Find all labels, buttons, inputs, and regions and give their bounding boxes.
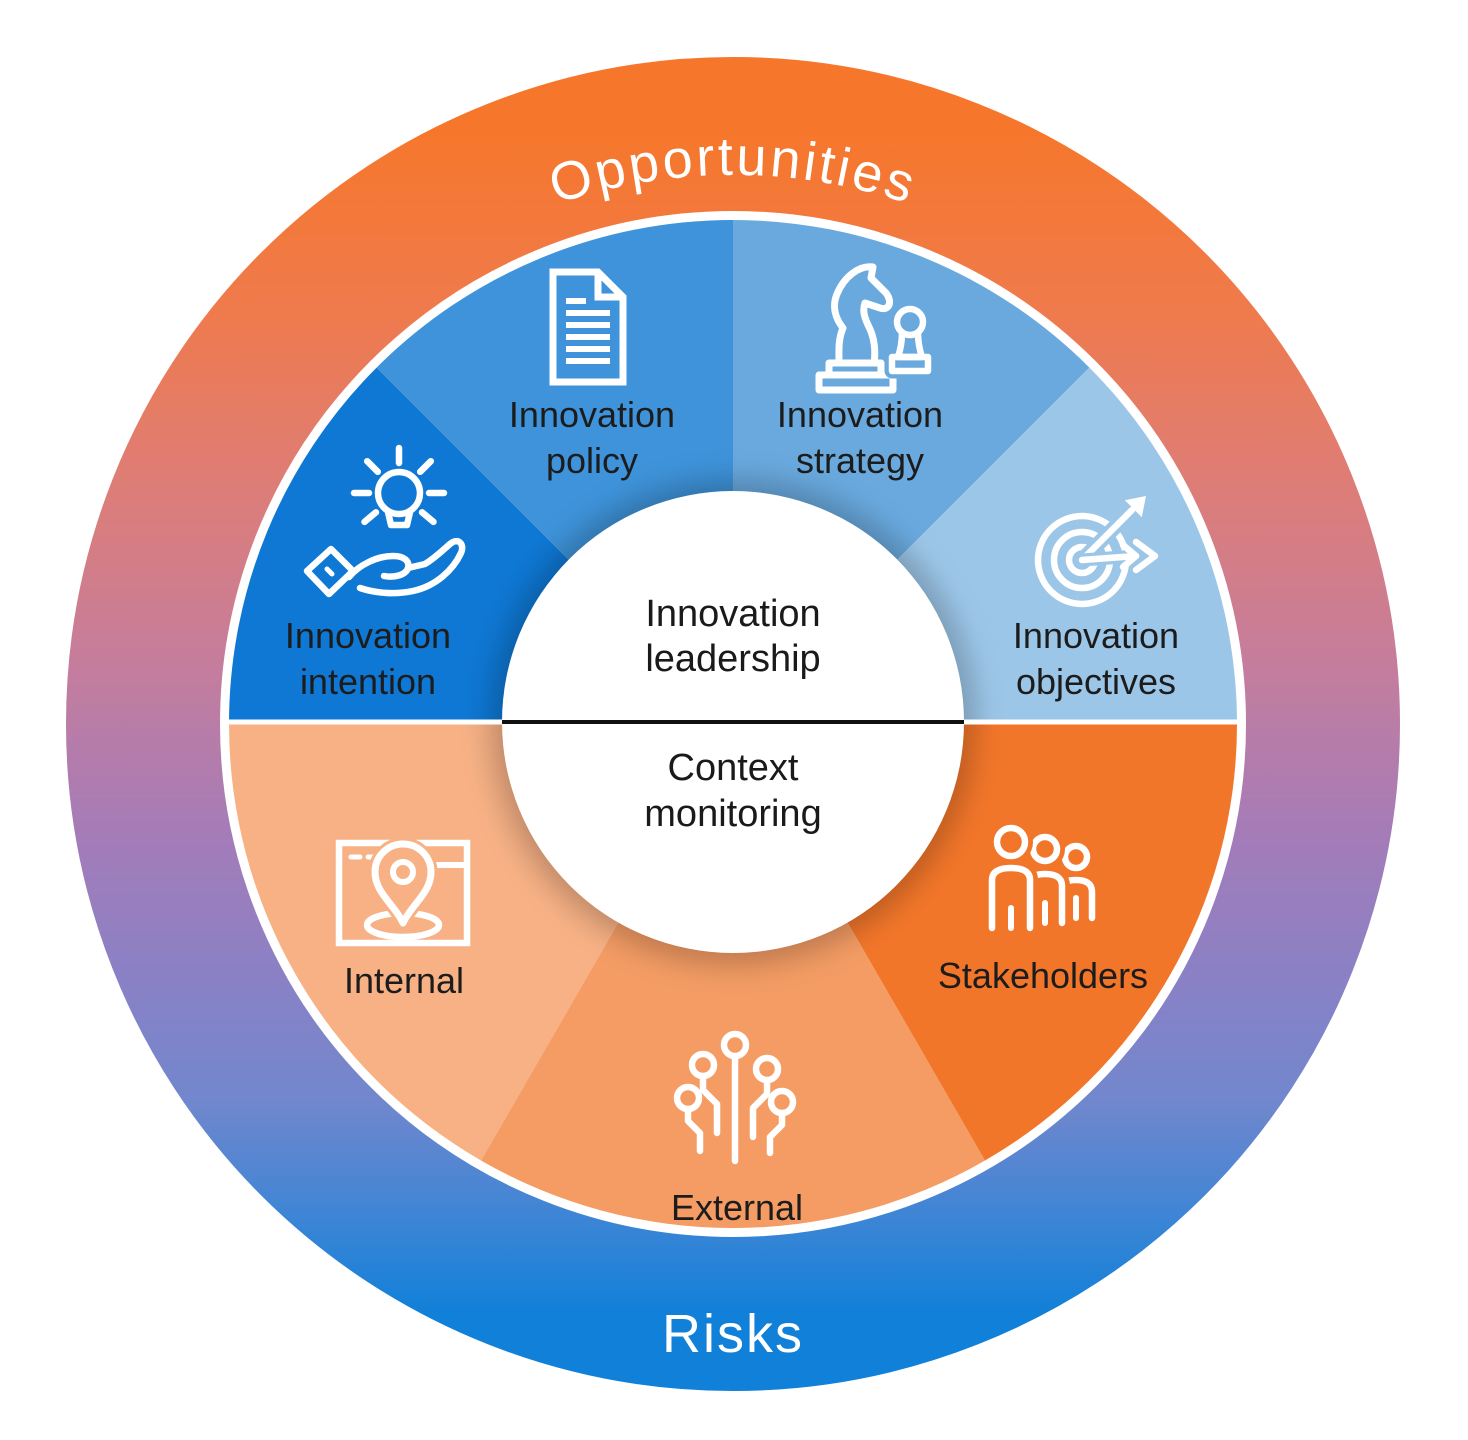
target-arrows-icon [1034, 491, 1162, 608]
segment-label-innovation-strategy: Innovation strategy [777, 394, 943, 481]
outer-ring [66, 57, 1400, 1391]
segment-label-innovation-intention: Innovation intention [285, 615, 451, 702]
svg-text:Stakeholders: Stakeholders [938, 955, 1148, 996]
segment-external [481, 724, 985, 1229]
hand-lightbulb-icon [303, 444, 466, 598]
svg-text:monitoring: monitoring [644, 793, 821, 835]
segment-label-external: External [671, 1187, 803, 1228]
svg-text:Innovation: Innovation [645, 593, 820, 635]
segment-label-internal: Internal [344, 960, 464, 1001]
map-window-icon [335, 837, 471, 947]
svg-text:External: External [671, 1187, 803, 1228]
svg-text:Internal: Internal [344, 960, 464, 1001]
svg-text:Innovation: Innovation [777, 394, 943, 435]
svg-text:intention: intention [300, 661, 436, 702]
segment-label-stakeholders: Stakeholders [938, 955, 1148, 996]
chess-knight-icon [815, 263, 936, 394]
document-icon [549, 268, 627, 386]
svg-text:strategy: strategy [796, 440, 924, 481]
segment-label-innovation-policy: Innovation policy [509, 394, 675, 481]
svg-text:policy: policy [546, 440, 638, 481]
svg-text:Context: Context [668, 747, 799, 789]
segment-icons [303, 263, 1162, 1165]
segment-label-innovation-objectives: Innovation objectives [1013, 615, 1179, 702]
circuit-tree-icon [673, 1030, 797, 1165]
people-group-icon [984, 820, 1100, 936]
svg-text:Innovation: Innovation [285, 615, 451, 656]
svg-text:Innovation: Innovation [1013, 615, 1179, 656]
svg-text:objectives: objectives [1016, 661, 1176, 702]
segment-labels: InnovationintentionInnovationpolicyInnov… [285, 394, 1179, 1228]
risks-ring-label: Risks [662, 1304, 804, 1364]
svg-text:leadership: leadership [645, 638, 820, 680]
svg-text:Innovation: Innovation [509, 394, 675, 435]
